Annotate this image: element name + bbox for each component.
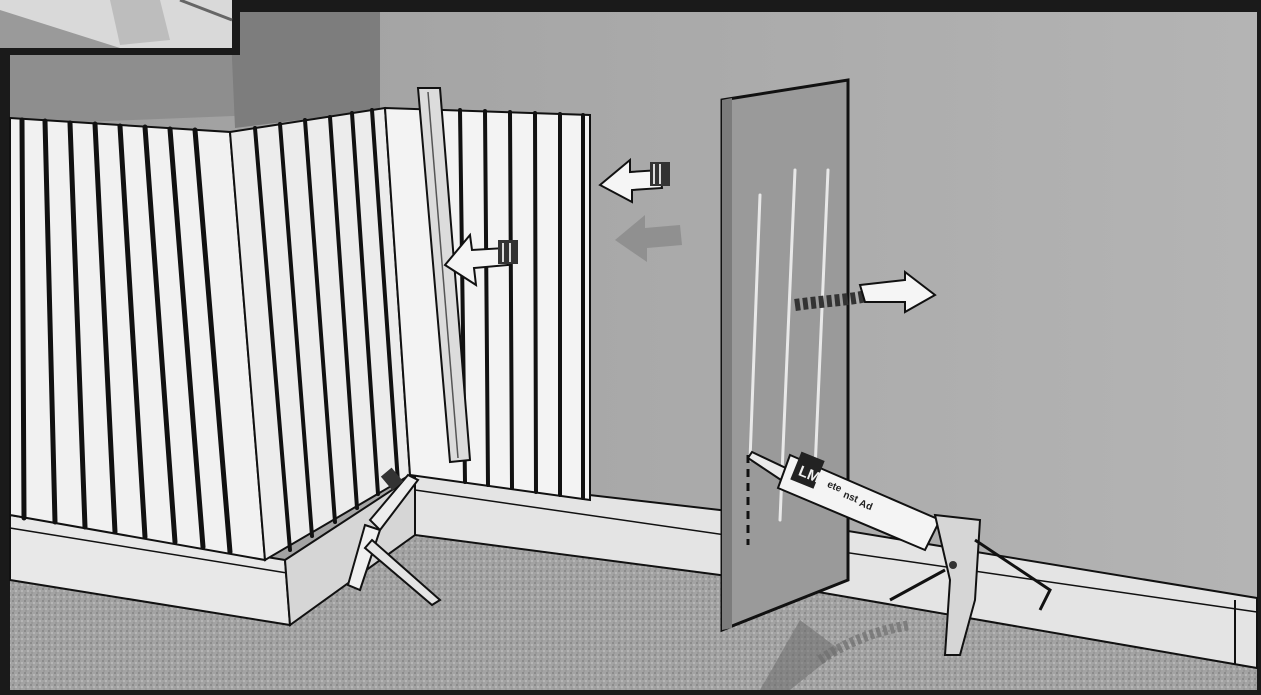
front-panel [722, 80, 848, 630]
inset-panel [0, 0, 240, 55]
right-wainscot-panel [385, 88, 590, 500]
main-panel: LM ete nst Ad [10, 12, 1257, 690]
left-wainscot-panel [10, 118, 265, 560]
